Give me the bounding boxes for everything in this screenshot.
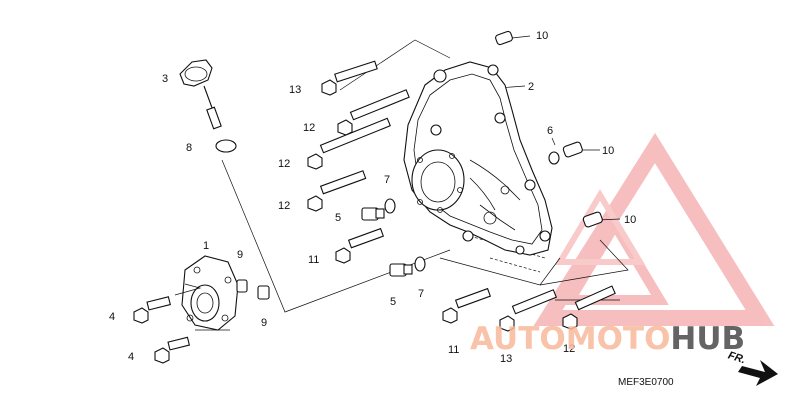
bolt-4-lower <box>154 336 191 364</box>
callout-10c: 10 <box>624 214 636 226</box>
bolt-13-top <box>321 60 378 96</box>
callout-10b: 10 <box>602 145 614 157</box>
svg-text:AUTOMOTOHUB: AUTOMOTOHUB <box>470 321 745 357</box>
crankcase-cover <box>403 61 553 256</box>
callout-11b: 11 <box>448 344 459 356</box>
bolt-4-upper <box>133 296 171 324</box>
dowel-10-right <box>582 211 603 228</box>
callout-12a: 12 <box>303 122 315 134</box>
callout-5b: 5 <box>390 296 396 308</box>
callout-12c: 12 <box>278 200 290 212</box>
callout-2: 2 <box>528 81 534 93</box>
o-ring-7-upper <box>384 198 396 214</box>
bolt-11-left <box>335 227 385 264</box>
dowel-10-mid <box>562 141 583 158</box>
dowel-9-upper <box>236 279 248 293</box>
callout-13b: 13 <box>500 353 512 365</box>
callout-4b: 4 <box>128 351 134 363</box>
watermark-logo-icon <box>533 132 775 326</box>
callout-3: 3 <box>162 73 168 85</box>
front-indicator-label: FR. <box>726 350 747 367</box>
o-ring-7-lower <box>414 256 426 272</box>
o-ring-8 <box>215 139 237 153</box>
o-ring-6 <box>548 151 560 165</box>
bolt-13-bottom <box>499 289 558 332</box>
callout-1: 1 <box>203 240 209 252</box>
callout-7a: 7 <box>384 174 390 186</box>
callout-13a: 13 <box>289 84 301 96</box>
flange-1 <box>174 255 239 331</box>
callout-9b: 9 <box>261 317 267 329</box>
dowel-9-lower <box>257 285 270 300</box>
bolt-12-c <box>307 170 367 212</box>
callout-7b: 7 <box>418 288 424 300</box>
callout-12d: 12 <box>563 343 575 355</box>
watermark-part1: AUTO <box>470 321 566 357</box>
bolt-12-bottom <box>562 285 616 330</box>
callout-5a: 5 <box>335 212 341 224</box>
watermark-part3: HUB <box>670 321 745 357</box>
watermark-text: AUTOMOTOHUB <box>470 321 745 357</box>
callout-12b: 12 <box>278 158 290 170</box>
callout-6: 6 <box>547 125 553 137</box>
bolt-12-b <box>307 117 391 170</box>
callout-8: 8 <box>186 142 192 154</box>
callout-9a: 9 <box>237 249 243 261</box>
watermark-part2: MOTO <box>566 321 671 357</box>
callout-10a: 10 <box>536 30 548 42</box>
oil-filler-cap <box>179 59 222 130</box>
dowel-10-top <box>495 30 513 46</box>
callout-4a: 4 <box>109 311 115 323</box>
plug-5-upper <box>361 207 385 221</box>
diagram-code: MEF3E0700 <box>618 377 674 388</box>
plug-5-lower <box>389 263 413 277</box>
callout-11a: 11 <box>308 254 319 266</box>
front-arrow-icon <box>738 360 778 386</box>
callout-labels: 1 2 3 4 4 5 5 6 7 7 8 9 9 10 10 10 11 11… <box>109 30 636 365</box>
bolt-11-bottom <box>442 287 492 324</box>
